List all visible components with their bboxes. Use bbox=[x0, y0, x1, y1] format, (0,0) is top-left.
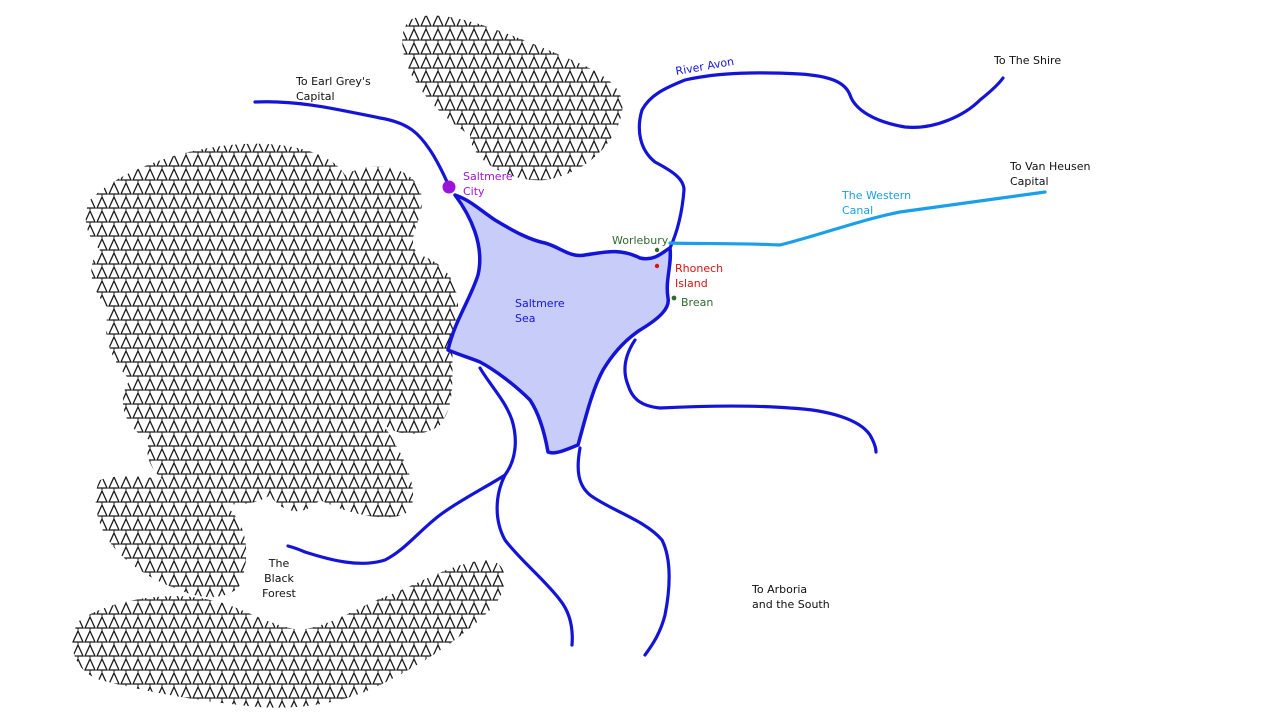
river-avon bbox=[637, 71, 1005, 250]
river-southwest bbox=[495, 473, 574, 647]
river-east-branch bbox=[623, 338, 878, 454]
river-earl-grey bbox=[253, 100, 452, 190]
label-rhonech-island: Rhonech Island bbox=[675, 262, 724, 290]
river-west-branch bbox=[286, 366, 517, 565]
saltmere-sea bbox=[446, 193, 673, 455]
western-canal bbox=[668, 190, 1047, 247]
river-south bbox=[576, 446, 671, 657]
brean-marker[interactable] bbox=[671, 295, 677, 301]
label-black-forest: The Black Forest bbox=[262, 557, 296, 600]
label-van-heusen-capital: To Van Heusen Capital bbox=[1010, 160, 1091, 188]
label-the-shire: To The Shire bbox=[994, 54, 1062, 67]
forest-south bbox=[72, 560, 505, 708]
label-brean: Brean bbox=[681, 296, 714, 309]
saltmere-city-marker[interactable] bbox=[442, 180, 456, 194]
forest-west bbox=[85, 143, 459, 518]
label-saltmere-sea: Saltmere Sea bbox=[515, 297, 565, 325]
label-worlebury: Worlebury bbox=[612, 234, 669, 247]
rhonech-island-marker[interactable] bbox=[654, 263, 660, 269]
forest-north bbox=[402, 15, 623, 181]
label-saltmere-city: Saltmere City bbox=[463, 170, 513, 198]
label-western-canal: The Western Canal bbox=[842, 189, 912, 217]
forest-southwest bbox=[95, 476, 247, 597]
label-arboria-south: To Arboria and the South bbox=[752, 583, 830, 611]
worlebury-marker[interactable] bbox=[654, 247, 660, 253]
label-earl-grey-capital: To Earl Grey's Capital bbox=[296, 75, 371, 103]
